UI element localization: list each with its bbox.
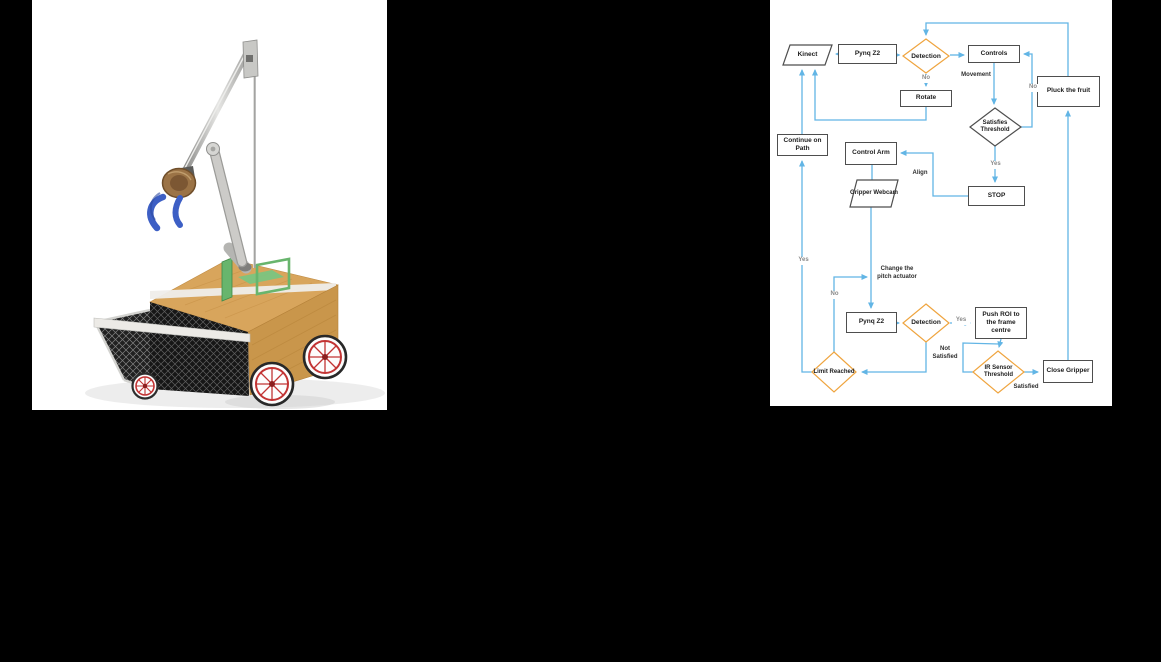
robot-chassis xyxy=(149,258,339,396)
edge-limit-no-junction xyxy=(833,274,868,352)
detection-bottom-diamond xyxy=(902,303,950,343)
node-rotate: Rotate xyxy=(900,90,952,107)
robot-render-image xyxy=(85,39,385,409)
node-close-gripper: Close Gripper xyxy=(1043,360,1093,383)
edge-stop-controlarm xyxy=(900,150,968,197)
node-kinect: Kinect xyxy=(797,51,818,59)
node-detection-top: Detection xyxy=(911,52,941,60)
robot-image-panel xyxy=(32,0,387,410)
robot-basket xyxy=(93,308,251,391)
node-controls: Controls xyxy=(968,45,1020,63)
node-push-roi: Push ROI to the frame centre xyxy=(975,307,1027,339)
edge-label-yes-limit: Yes xyxy=(794,257,813,265)
robot-wheel-rear-left xyxy=(131,372,159,400)
edge-label-no-limit: No xyxy=(826,291,843,299)
detection-top-diamond xyxy=(901,38,951,74)
edge-pluck-detection-loop xyxy=(923,22,1069,76)
edge-label-change-pitch: Change the pitch actuator xyxy=(877,266,917,280)
flowchart-panel: Pynq Z2 Controls Rotate Continue on Path… xyxy=(770,0,1112,406)
robot-wheel-front xyxy=(249,361,295,407)
node-continue-on-path: Continue on Path xyxy=(777,134,828,156)
ir-threshold-diamond xyxy=(972,350,1025,394)
robot-gripper xyxy=(147,166,197,232)
satisfies-threshold-diamond xyxy=(969,107,1023,147)
edge-label-not-satisfied: Not Satisfied xyxy=(932,346,958,360)
basket-tray-bar xyxy=(93,317,251,343)
edge-pushroi-ir xyxy=(997,338,1004,348)
node-stop: STOP xyxy=(968,186,1025,206)
edge-label-movement: Movement xyxy=(961,72,991,78)
edge-label-no-detection: No xyxy=(917,75,935,83)
node-control-arm: Control Arm xyxy=(845,142,897,165)
node-detection-bottom: Detection xyxy=(911,319,941,327)
gripper-webcam-parallelogram xyxy=(849,179,899,208)
edge-label-satisfied: Satisfied xyxy=(1013,384,1039,390)
node-ir-sensor-threshold: IR Sensor Threshold xyxy=(983,365,1013,378)
gripper-claw-finger xyxy=(172,195,183,228)
robot-wheel-right xyxy=(302,334,348,380)
edge-label-align: Align xyxy=(912,170,928,176)
node-gripper-webcam: Gripper Webcam xyxy=(850,190,898,197)
robot-arm xyxy=(182,39,259,274)
green-brackets xyxy=(221,257,291,302)
edge-label-yes-detection: Yes xyxy=(952,317,970,325)
kinect-parallelogram xyxy=(782,44,833,66)
edge-rotate-kinect-loop xyxy=(812,69,927,121)
edge-limit-yes-continue xyxy=(799,160,812,373)
edge-label-yes-satisfies: Yes xyxy=(986,161,1005,169)
node-pynq-z2-bottom: Pynq Z2 xyxy=(846,312,897,333)
edge-ir-notsatisfied-loop xyxy=(962,342,1000,373)
limit-reached-diamond xyxy=(811,351,857,393)
node-satisfies-threshold: Satisfies Threshold xyxy=(980,120,1010,133)
node-pynq-z2-top: Pynq Z2 xyxy=(838,44,897,64)
node-limit-reached: Limit Reached xyxy=(813,368,855,375)
flowchart-connectors xyxy=(782,22,1071,394)
edge-label-no-satisfies: No xyxy=(1025,84,1041,92)
node-pluck-the-fruit: Pluck the fruit xyxy=(1037,76,1100,107)
edge-detectionb-limit xyxy=(861,342,927,375)
